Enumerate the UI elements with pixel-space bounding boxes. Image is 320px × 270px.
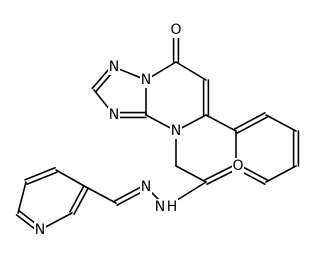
atom-label-n4: N bbox=[171, 123, 181, 139]
bond-Ph1-Ph2-line-2 bbox=[234, 112, 266, 130]
atom-label-n6: N bbox=[141, 179, 151, 195]
bond-Py4-Py3 bbox=[55, 169, 87, 188]
bond-Ph4-Ph5 bbox=[265, 165, 297, 183]
atom-label-n1: N bbox=[141, 72, 151, 88]
bond-Py5-Py4-line-2 bbox=[24, 166, 56, 181]
atom-background bbox=[166, 199, 178, 215]
bond-Cam-O2-line-2 bbox=[204, 163, 238, 181]
atom-background bbox=[108, 59, 120, 75]
bond-Py5-Py4-line-1 bbox=[26, 171, 58, 186]
bond-Py6-Py5 bbox=[17, 181, 27, 214]
bond-Ph2-Ph3 bbox=[265, 114, 297, 132]
bond-N6-CHn-line-1 bbox=[114, 184, 146, 202]
bond-CHn-Py3 bbox=[85, 186, 117, 204]
bond-C7-C6 bbox=[175, 61, 207, 81]
atom-background bbox=[170, 22, 182, 38]
bond-C5-Ph1 bbox=[205, 114, 237, 132]
atom-label-h1: H bbox=[167, 199, 178, 215]
bond-Ph1-Ph2-line-1 bbox=[236, 116, 268, 134]
atom-background bbox=[154, 199, 166, 215]
atom-background bbox=[140, 179, 152, 195]
atom-label-n7: N bbox=[35, 222, 45, 238]
atom-label-n3: N bbox=[109, 107, 119, 123]
atom-background bbox=[170, 123, 182, 139]
atom-background bbox=[108, 107, 120, 123]
atom-background bbox=[232, 158, 244, 174]
atom-label-o2: O bbox=[232, 158, 243, 174]
bond-Py3-Py2-line-1 bbox=[69, 185, 85, 213]
atom-label-nh: N bbox=[155, 199, 165, 215]
atom-background bbox=[140, 72, 152, 88]
atom-label-o1: O bbox=[170, 22, 181, 38]
bond-Py3-Py2-line-2 bbox=[73, 187, 89, 215]
atom-label-n2: N bbox=[109, 59, 119, 75]
bond-CH2-Cam bbox=[175, 165, 207, 183]
atom-background bbox=[34, 222, 46, 238]
